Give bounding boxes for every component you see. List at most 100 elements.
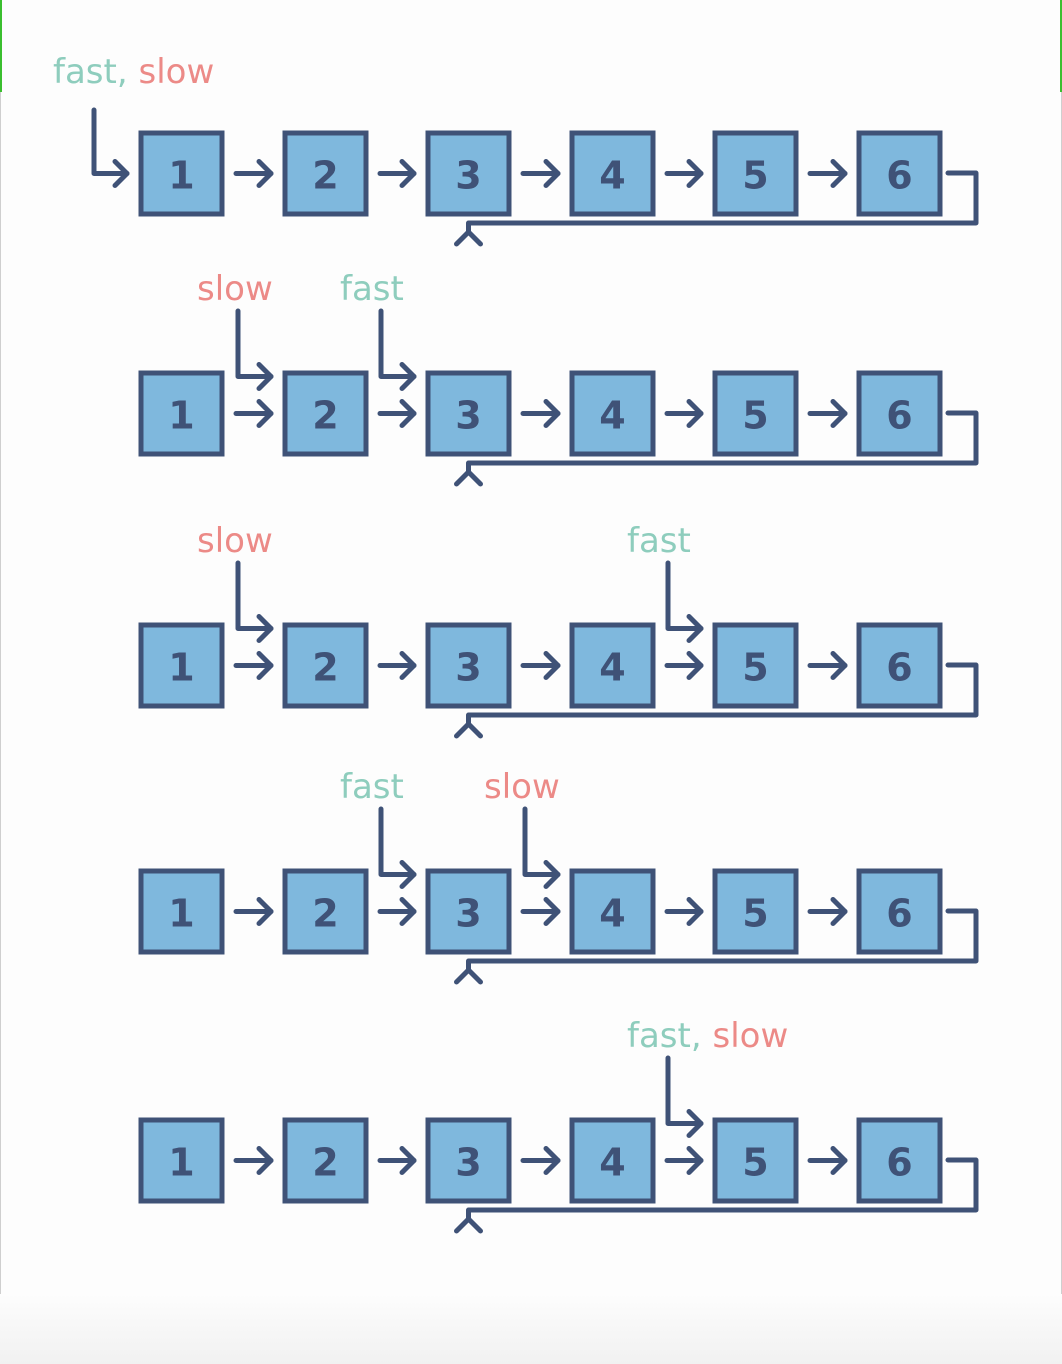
- node-value: 5: [742, 154, 768, 198]
- node-value: 5: [742, 892, 768, 936]
- next-arrow-head: [686, 399, 704, 428]
- cycle-edge-path: [466, 410, 979, 475]
- cycle-edge-path: [466, 1157, 979, 1222]
- bottom-band: [0, 1294, 1062, 1364]
- pointer-label: slow: [197, 521, 273, 561]
- list-node: 4: [569, 130, 656, 217]
- pointer-line: [665, 1055, 704, 1126]
- pointer-arrow-head: [256, 362, 274, 391]
- next-arrow: [233, 1146, 274, 1175]
- next-arrow: [807, 159, 848, 188]
- next-arrow-head: [399, 399, 417, 428]
- next-arrow: [377, 159, 417, 188]
- next-arrow-head: [399, 159, 417, 188]
- next-arrow: [520, 897, 561, 926]
- pointer-marker: fast: [340, 767, 417, 889]
- pointer-arrow-head: [256, 614, 274, 643]
- node-box: [138, 868, 225, 955]
- next-arrow-head: [399, 897, 417, 926]
- node-value: 6: [886, 1141, 912, 1185]
- node-value: 3: [455, 646, 481, 690]
- list-node: 1: [138, 130, 225, 217]
- node-box: [282, 1117, 369, 1204]
- fast-label: fast: [627, 521, 691, 561]
- next-arrow: [520, 399, 561, 428]
- next-arrow: [520, 651, 561, 680]
- node-value: 6: [886, 394, 912, 438]
- node-box: [712, 1117, 799, 1204]
- next-arrow-head: [256, 1146, 274, 1175]
- node-box: [138, 1117, 225, 1204]
- fast-label: fast: [340, 767, 404, 807]
- fast-label: fast: [53, 52, 117, 92]
- node-value: 6: [886, 892, 912, 936]
- node-value: 6: [886, 646, 912, 690]
- next-arrow: [377, 1146, 417, 1175]
- list-node: 2: [282, 868, 369, 955]
- pointer-line: [378, 806, 417, 877]
- fast-label: ,: [117, 52, 139, 92]
- node-box: [425, 130, 512, 217]
- node-box: [138, 370, 225, 457]
- node-box: [425, 1117, 512, 1204]
- pointer-arrow-head: [686, 1109, 704, 1138]
- cycle-edge: [454, 170, 979, 247]
- window-edge-right: [1060, 0, 1062, 92]
- next-arrow-head: [256, 651, 274, 680]
- list-node: 2: [282, 130, 369, 217]
- list-node: 6: [856, 868, 943, 955]
- pointer-line: [235, 560, 274, 631]
- cycle-edge: [454, 662, 979, 739]
- next-arrow: [664, 159, 704, 188]
- pointer-marker: fast: [627, 521, 704, 643]
- node-value: 1: [168, 892, 194, 936]
- next-arrow-head: [543, 1146, 561, 1175]
- window-edge-left: [0, 0, 2, 92]
- list-node: 4: [569, 868, 656, 955]
- next-arrow: [807, 399, 848, 428]
- node-box: [856, 622, 943, 709]
- next-arrow: [233, 651, 274, 680]
- next-arrow: [233, 159, 274, 188]
- next-arrow-head: [256, 399, 274, 428]
- list-node: 3: [425, 130, 512, 217]
- node-value: 4: [599, 646, 625, 690]
- pointer-marker: fast, slow: [53, 52, 214, 188]
- pointer-line: [91, 107, 130, 176]
- node-value: 1: [168, 646, 194, 690]
- node-box: [569, 130, 656, 217]
- pointer-arrow-head: [399, 860, 417, 889]
- list-node: 1: [138, 370, 225, 457]
- node-value: 2: [312, 154, 338, 198]
- fast-label: fast: [627, 1016, 691, 1056]
- node-box: [282, 370, 369, 457]
- list-node: 3: [425, 1117, 512, 1204]
- list-node: 1: [138, 868, 225, 955]
- list-node: 4: [569, 370, 656, 457]
- node-value: 3: [455, 394, 481, 438]
- pointer-label: fast: [340, 269, 404, 309]
- pointer-line: [522, 806, 561, 877]
- next-arrow: [664, 399, 704, 428]
- next-arrow: [664, 651, 704, 680]
- next-arrow-head: [256, 897, 274, 926]
- node-box: [856, 1117, 943, 1204]
- next-arrow-head: [686, 1146, 704, 1175]
- node-value: 2: [312, 892, 338, 936]
- node-value: 3: [455, 154, 481, 198]
- pointer-line: [235, 308, 274, 379]
- pointer-label: fast: [627, 521, 691, 561]
- list-node: 3: [425, 370, 512, 457]
- pointer-label: fast, slow: [53, 52, 214, 92]
- pointer-label: fast, slow: [627, 1016, 788, 1056]
- node-value: 4: [599, 154, 625, 198]
- list-node: 5: [712, 130, 799, 217]
- pointer-label: slow: [197, 269, 273, 309]
- list-node: 6: [856, 130, 943, 217]
- node-box: [712, 868, 799, 955]
- next-arrow-head: [686, 897, 704, 926]
- node-box: [569, 370, 656, 457]
- node-value: 1: [168, 1141, 194, 1185]
- list-node: 3: [425, 868, 512, 955]
